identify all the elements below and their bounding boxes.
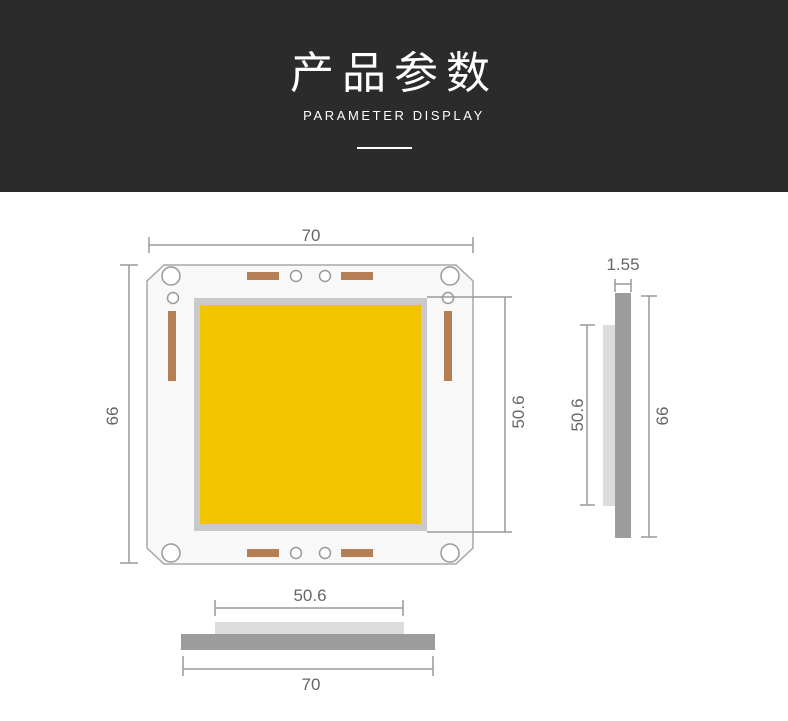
emitter-area (200, 305, 421, 524)
front-height-dimension (120, 264, 138, 564)
hole-icon (161, 543, 181, 563)
side-emitter-label: 50.6 (568, 398, 587, 431)
front-emitter-label: 50.6 (509, 395, 528, 428)
side-view: 1.55 50.6 66 (568, 255, 672, 538)
bottom-view: 50.6 70 (181, 586, 435, 694)
hole-icon (161, 266, 181, 286)
side-height-label: 66 (653, 407, 672, 426)
front-view: 70 66 (103, 226, 528, 565)
front-width-label: 70 (302, 226, 321, 245)
bottom-emitter (215, 622, 404, 635)
side-emitter (603, 325, 615, 506)
side-base (615, 293, 631, 538)
side-emitter-dimension (580, 324, 595, 506)
page-title: 产品参数 (290, 48, 498, 99)
front-width-dimension (148, 237, 474, 253)
page-subtitle: PARAMETER DISPLAY (303, 108, 485, 123)
mounting-holes (161, 266, 460, 563)
title-underline (357, 147, 412, 149)
side-thickness-label: 1.55 (606, 255, 639, 274)
solder-pads (168, 272, 452, 557)
bottom-width-dimension (182, 656, 434, 676)
hole-icon (440, 266, 460, 286)
front-emitter-dimension (427, 296, 512, 533)
bottom-width-label: 70 (302, 675, 321, 694)
small-holes (166, 269, 455, 560)
header-banner: 产品参数 PARAMETER DISPLAY (0, 0, 788, 192)
bottom-emitter-label: 50.6 (293, 586, 326, 605)
bottom-emitter-dimension (214, 600, 404, 616)
side-height-dimension (641, 295, 657, 538)
front-height-label: 66 (103, 407, 122, 426)
side-thickness-dimension (614, 279, 632, 292)
bottom-base (181, 634, 435, 650)
hole-icon (440, 543, 460, 563)
